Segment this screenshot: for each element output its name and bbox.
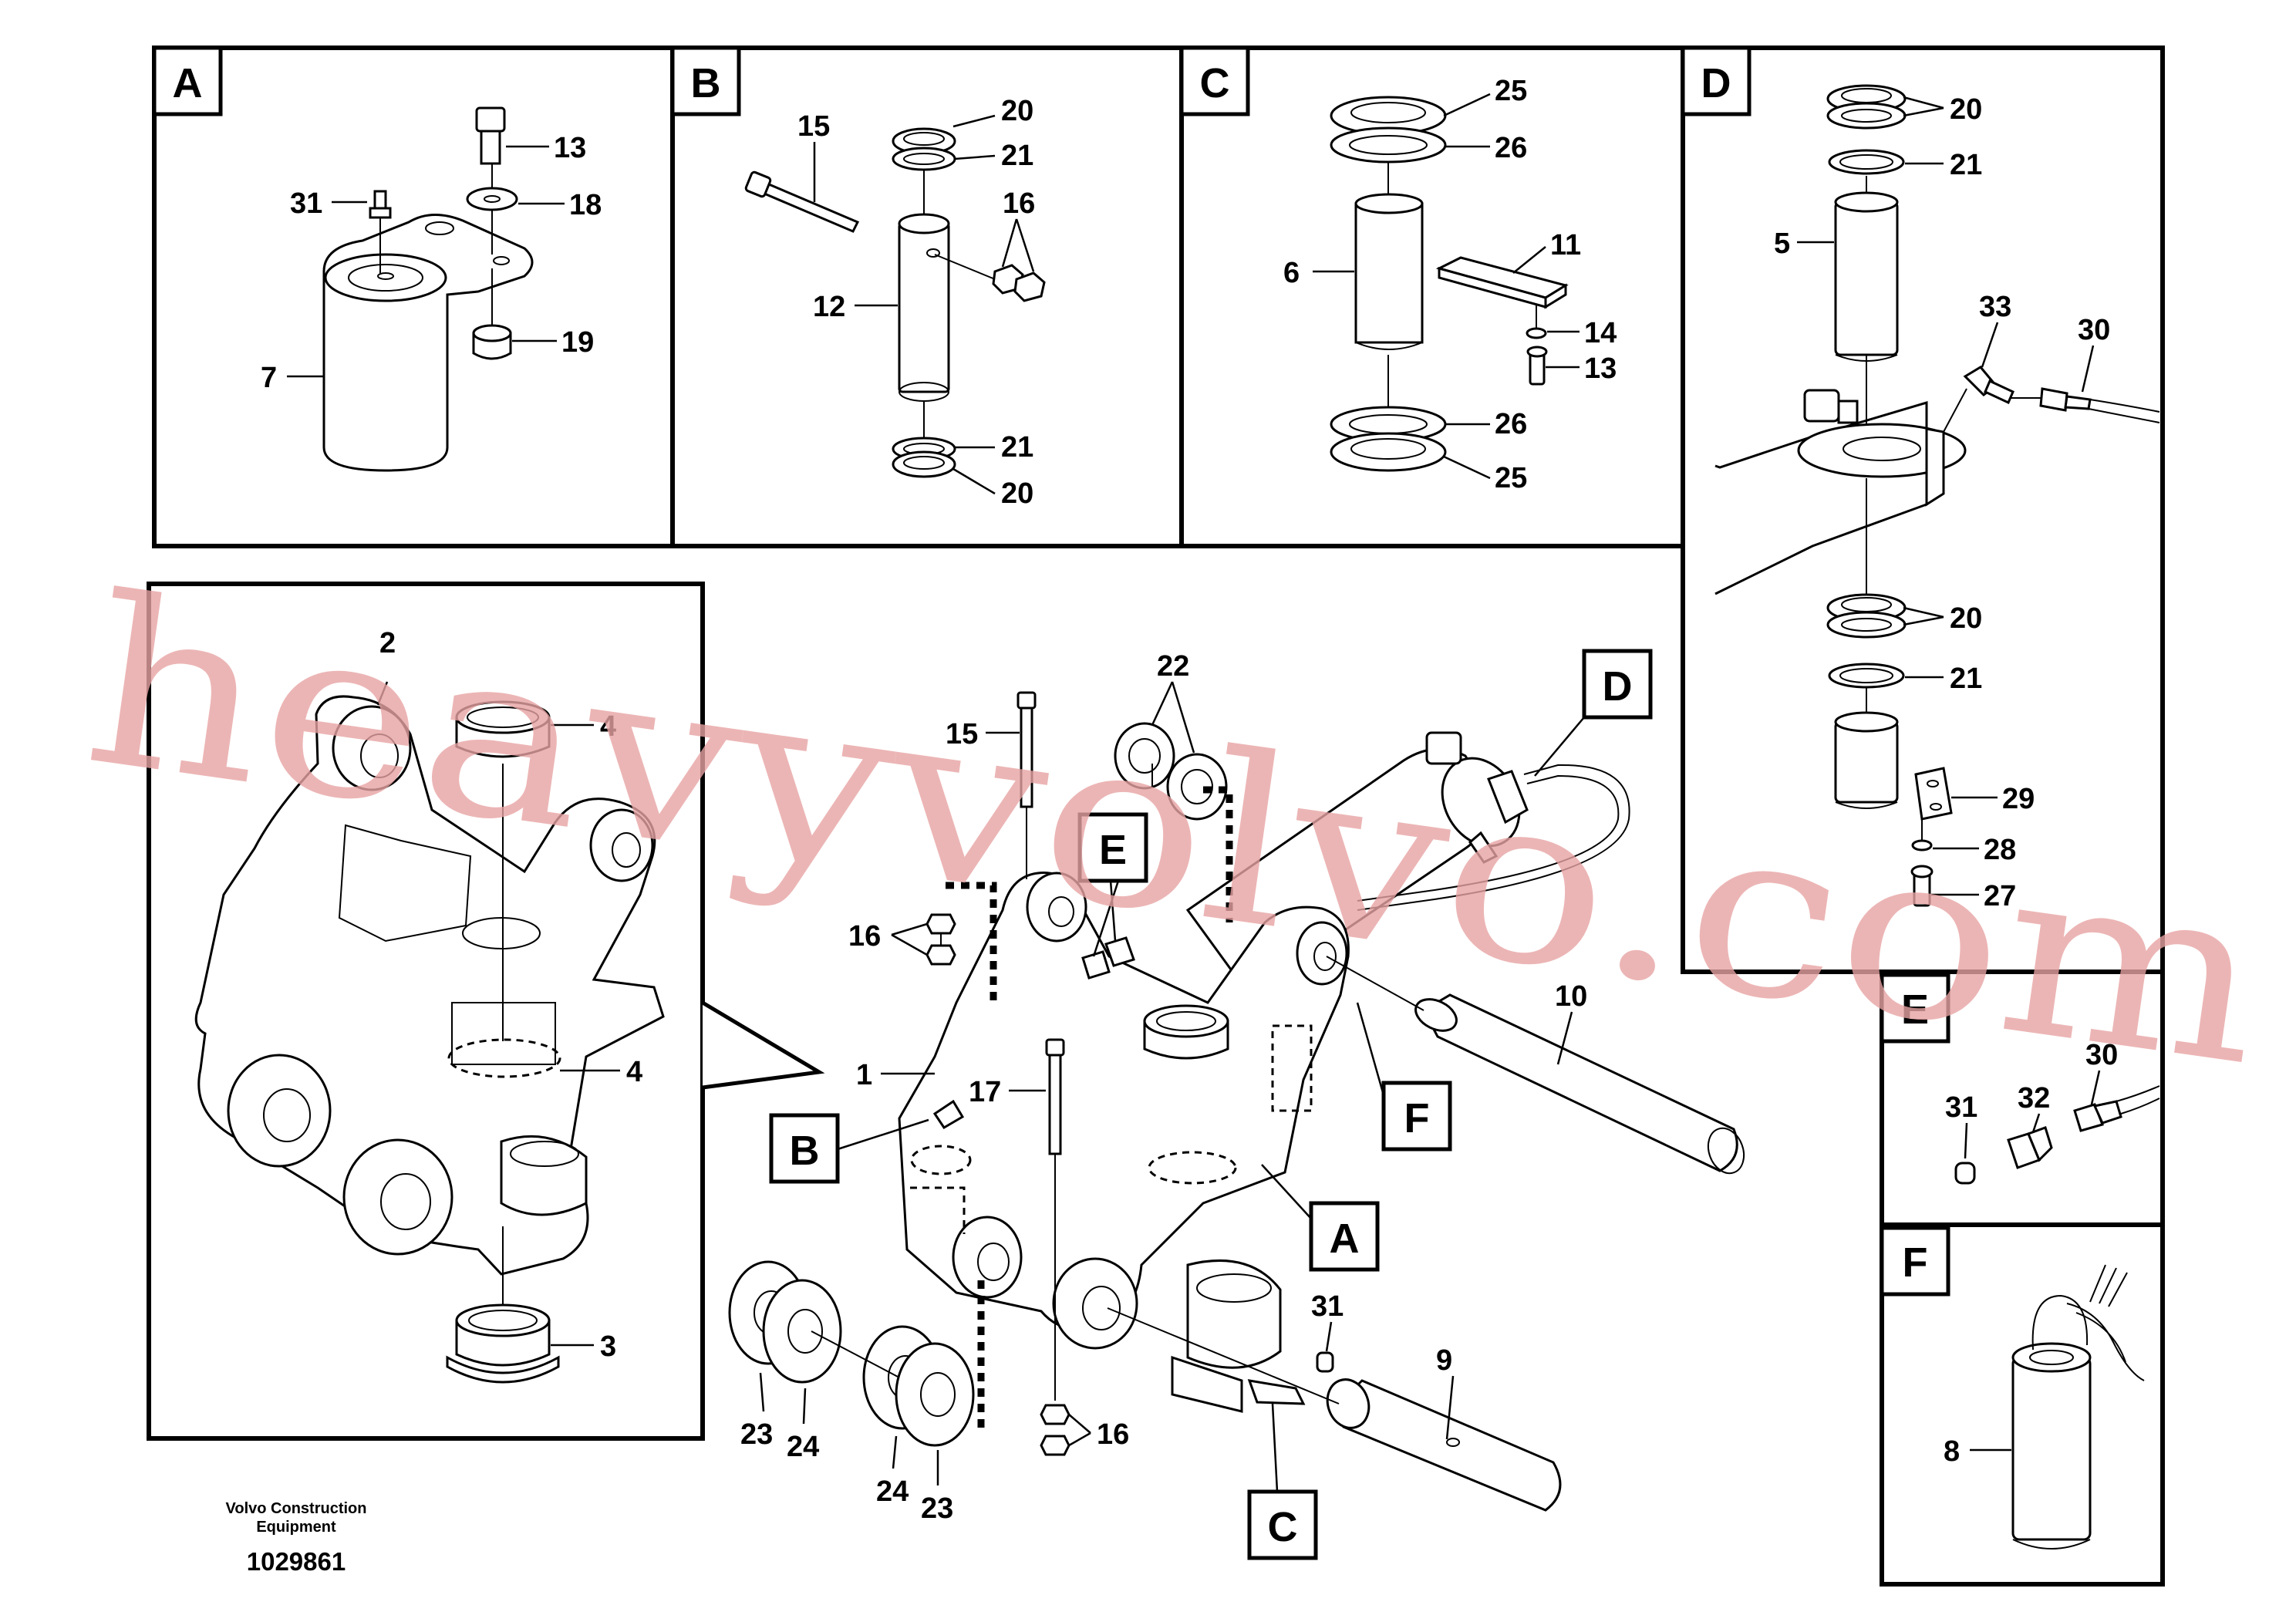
panel-c-drawing (1330, 96, 1569, 472)
svg-text:2: 2 (379, 627, 396, 659)
svg-text:21: 21 (1950, 663, 1982, 695)
main-assembly-drawing (728, 691, 1745, 1512)
svg-text:31: 31 (290, 187, 322, 220)
drawing-number: 1029861 (247, 1547, 346, 1576)
svg-text:E: E (1099, 827, 1127, 873)
svg-text:E: E (1901, 986, 1929, 1033)
panel-a-caption: A (152, 46, 223, 116)
svg-text:A: A (1330, 1216, 1360, 1262)
svg-text:F: F (1903, 1239, 1928, 1286)
svg-text:13: 13 (1584, 352, 1617, 385)
svg-text:21: 21 (1950, 149, 1982, 181)
svg-text:15: 15 (946, 718, 978, 750)
svg-text:16: 16 (1003, 187, 1035, 220)
svg-text:F: F (1404, 1095, 1430, 1141)
svg-text:1: 1 (856, 1059, 872, 1091)
panel-c-labels: 25 26 6 11 14 13 26 25 (1283, 75, 1617, 494)
panel-captions: A B C D E F (152, 46, 1950, 1297)
detail-labels: 2 4 4 3 (376, 627, 642, 1363)
footer: Volvo Construction Equipment 1029861 (226, 1500, 367, 1576)
panel-d-labels: 20 21 5 33 30 20 21 29 28 27 (1774, 93, 2110, 912)
panel-f-caption: F (1880, 1226, 1950, 1297)
main-labels: 22 15 16 1 17 10 31 9 16 23 24 24 23 (740, 650, 1587, 1525)
panel-e-drawing (1954, 1085, 2160, 1185)
svg-text:20: 20 (1001, 477, 1033, 510)
svg-text:16: 16 (1097, 1418, 1129, 1451)
main-callouts: D E F A B C (769, 649, 1653, 1560)
panel-b-caption: B (670, 46, 741, 116)
callout-c: C (1247, 1403, 1318, 1560)
svg-text:8: 8 (1944, 1435, 1960, 1468)
svg-text:20: 20 (1001, 95, 1033, 127)
svg-text:26: 26 (1495, 132, 1527, 164)
svg-text:11: 11 (1550, 229, 1581, 261)
svg-text:24: 24 (876, 1475, 909, 1508)
svg-text:22: 22 (1157, 650, 1189, 683)
panel-b-drawing (744, 127, 1046, 478)
callout-e: E (1077, 812, 1148, 957)
svg-text:21: 21 (1001, 140, 1033, 172)
callout-a: A (1261, 1164, 1380, 1272)
callout-d: D (1534, 649, 1653, 777)
panel-a-drawing (322, 106, 534, 472)
svg-text:25: 25 (1495, 75, 1527, 107)
svg-text:10: 10 (1555, 980, 1587, 1013)
svg-text:3: 3 (600, 1330, 616, 1363)
svg-text:D: D (1603, 663, 1633, 710)
svg-text:30: 30 (2078, 314, 2110, 346)
callout-f: F (1356, 1002, 1452, 1152)
svg-text:C: C (1268, 1504, 1298, 1550)
svg-text:6: 6 (1283, 257, 1300, 289)
svg-text:B: B (790, 1128, 820, 1174)
svg-text:13: 13 (554, 132, 586, 164)
detail-pointer (701, 1000, 825, 1090)
svg-text:12: 12 (813, 291, 845, 323)
svg-text:9: 9 (1436, 1344, 1452, 1377)
panel-d-caption: D (1681, 46, 1752, 116)
svg-text:A: A (173, 60, 203, 106)
svg-text:D: D (1701, 60, 1731, 106)
svg-text:7: 7 (261, 362, 277, 394)
svg-text:29: 29 (2002, 783, 2035, 815)
svg-text:21: 21 (1001, 431, 1033, 464)
panel-e-caption: E (1880, 973, 1950, 1044)
svg-text:17: 17 (969, 1076, 1001, 1108)
svg-text:19: 19 (561, 326, 594, 359)
svg-text:24: 24 (787, 1431, 819, 1463)
panel-f-labels: 8 (1944, 1435, 2011, 1468)
svg-text:18: 18 (569, 189, 602, 221)
panel-b-labels: 15 20 21 16 12 21 20 (797, 95, 1035, 510)
svg-text:20: 20 (1950, 602, 1982, 635)
svg-text:27: 27 (1984, 880, 2016, 912)
svg-text:16: 16 (848, 920, 881, 953)
company-line1: Volvo Construction (226, 1500, 367, 1517)
panel-d-drawing (1714, 84, 2160, 907)
svg-text:B: B (691, 60, 721, 106)
svg-text:C: C (1200, 60, 1230, 106)
svg-text:32: 32 (2018, 1082, 2050, 1114)
svg-text:23: 23 (921, 1492, 953, 1525)
svg-text:14: 14 (1584, 317, 1617, 349)
svg-text:4: 4 (626, 1056, 642, 1088)
panel-a-labels: 13 31 18 7 19 (261, 132, 602, 394)
svg-text:26: 26 (1495, 408, 1527, 440)
detail-drawing (194, 695, 665, 1384)
svg-text:30: 30 (2085, 1039, 2118, 1071)
svg-text:15: 15 (797, 110, 830, 143)
svg-text:33: 33 (1979, 291, 2011, 323)
svg-text:20: 20 (1950, 93, 1982, 126)
svg-text:5: 5 (1774, 228, 1790, 260)
svg-text:25: 25 (1495, 462, 1527, 494)
company-line2: Equipment (256, 1519, 336, 1536)
callout-b: B (769, 1113, 929, 1184)
svg-text:4: 4 (600, 710, 616, 743)
panel-f-drawing (2011, 1264, 2145, 1549)
svg-text:23: 23 (740, 1418, 773, 1451)
svg-text:31: 31 (1945, 1091, 1977, 1124)
panel-c-caption: C (1179, 46, 1250, 116)
svg-text:31: 31 (1311, 1290, 1344, 1323)
svg-text:28: 28 (1984, 834, 2016, 866)
panel-e-labels: 32 30 31 (1945, 1039, 2118, 1159)
